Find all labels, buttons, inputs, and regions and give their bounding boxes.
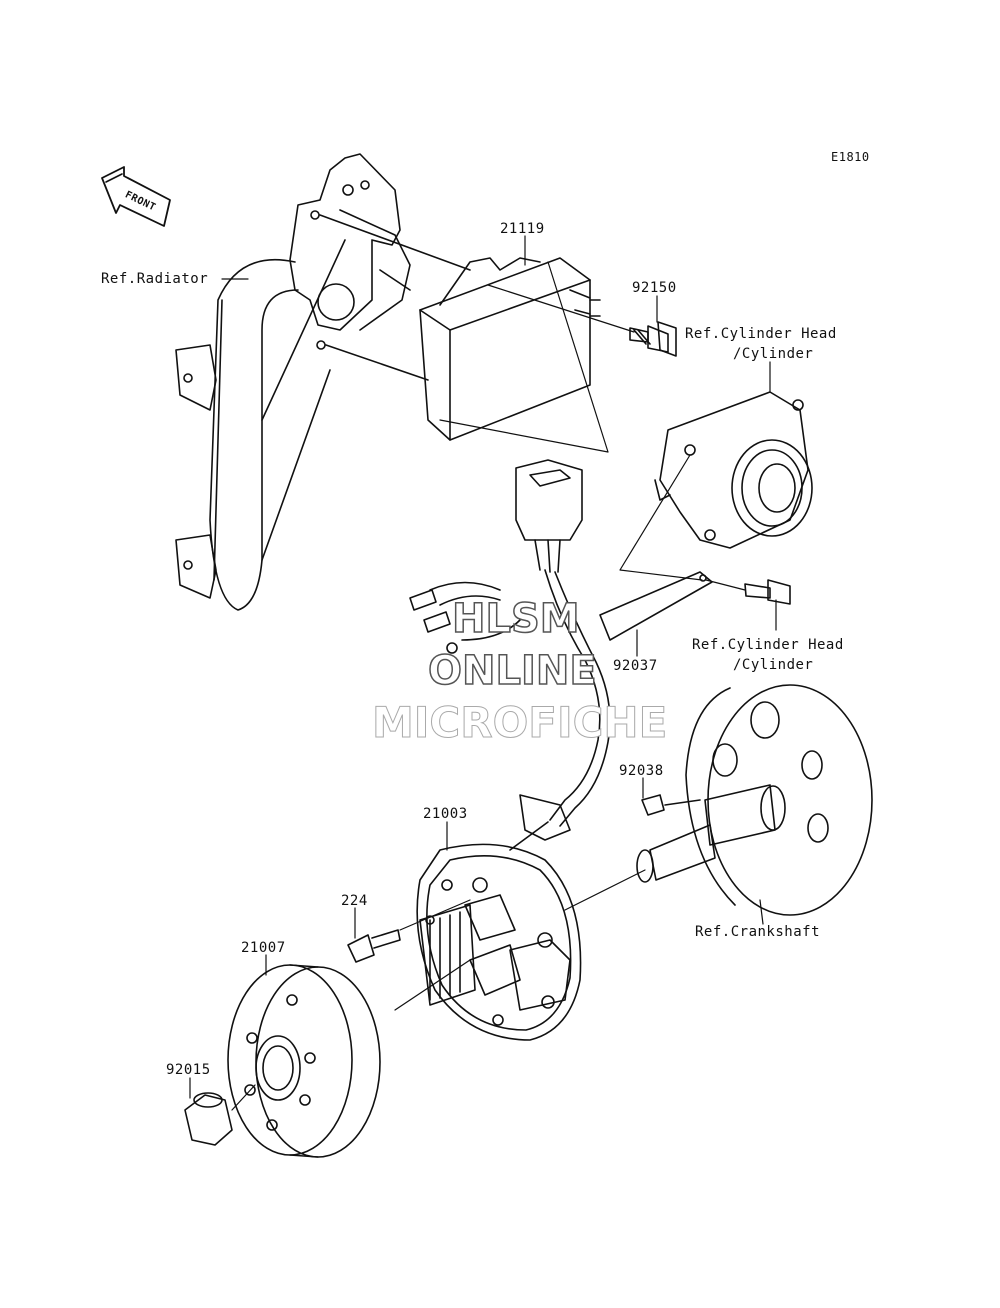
- cylinder-head: [654, 391, 813, 549]
- part-number-21007: 21007: [241, 940, 286, 956]
- ref-cylinder-head-2-line2: /Cylinder: [733, 657, 814, 673]
- diagram-code: E1810: [831, 150, 870, 164]
- nut-92015: [184, 1084, 256, 1146]
- watermark-line3: MICROFICHE: [371, 698, 668, 748]
- watermark-line2: ONLINE: [427, 647, 597, 695]
- front-arrow-icon: [101, 166, 171, 227]
- part-number-224: 224: [341, 893, 368, 909]
- part-number-92038: 92038: [619, 763, 664, 779]
- ref-crankshaft-label: Ref.Crankshaft: [695, 924, 821, 940]
- stator-plate: [394, 821, 646, 1041]
- part-number-92150: 92150: [632, 280, 677, 296]
- ref-radiator-label: Ref.Radiator: [101, 271, 209, 287]
- leader-lines: [189, 235, 777, 1099]
- radiator-bracket: [175, 153, 411, 611]
- cdi-unit: [319, 214, 635, 453]
- rotor: [227, 964, 381, 1158]
- screw-224: [347, 929, 401, 963]
- part-number-21003: 21003: [423, 806, 468, 822]
- wiring-harness: [409, 459, 611, 841]
- crankshaft: [636, 684, 873, 916]
- bolt-92150: [629, 321, 677, 357]
- part-number-92037: 92037: [613, 658, 658, 674]
- ref-cylinder-head-1-line1: Ref.Cylinder Head: [685, 326, 837, 342]
- part-number-92015: 92015: [166, 1062, 211, 1078]
- ground-strap-92037: [599, 454, 791, 641]
- ref-cylinder-head-2-line1: Ref.Cylinder Head: [692, 637, 844, 653]
- watermark-line1: HLSM: [451, 595, 580, 643]
- ref-cylinder-head-1-line2: /Cylinder: [733, 346, 814, 362]
- part-number-21119: 21119: [500, 221, 545, 237]
